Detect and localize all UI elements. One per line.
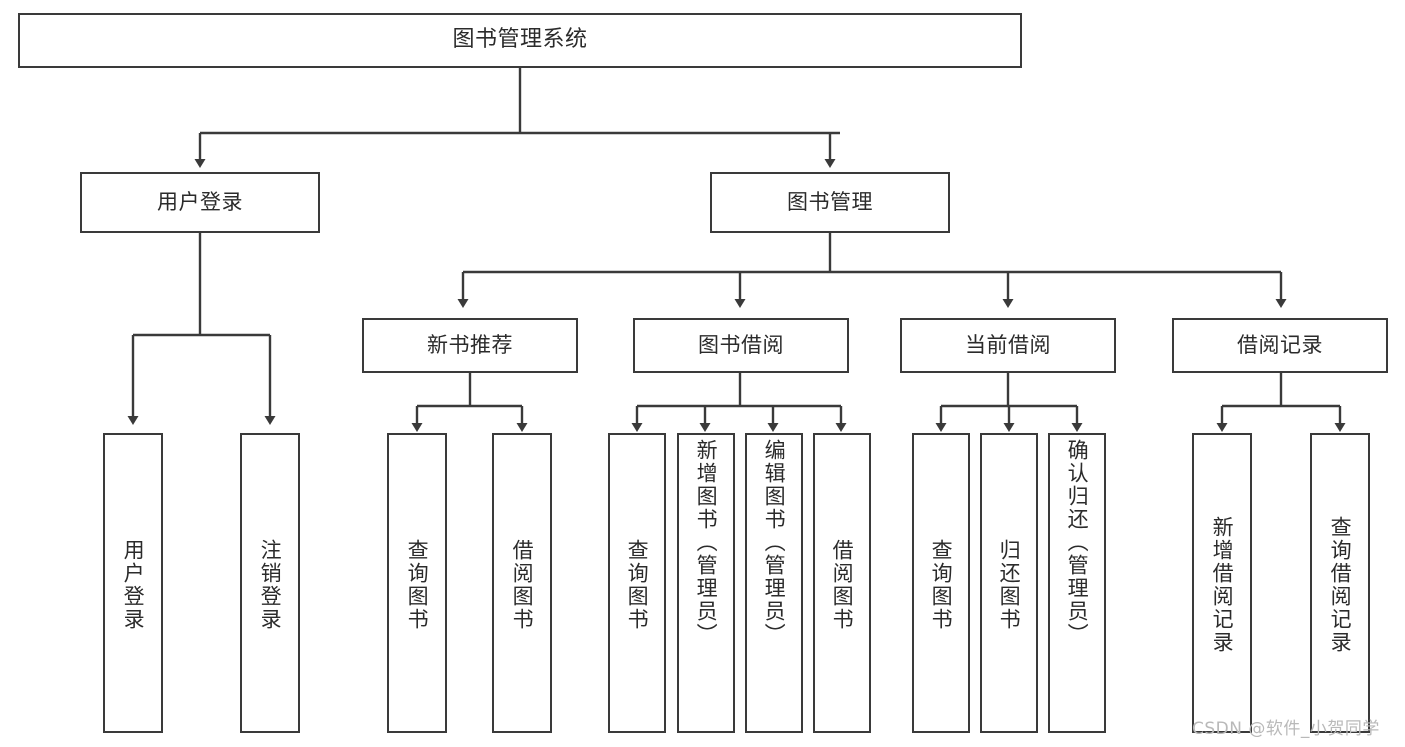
node-borrow-record[interactable]: 借阅记录 [1172, 318, 1388, 373]
node-label: 图书管理系统 [452, 27, 588, 53]
node-book-management[interactable]: 图书管理 [710, 172, 950, 233]
node-label: 注销登录 [258, 539, 283, 631]
node-label: 借阅图书 [830, 539, 855, 631]
node-label: 新书推荐 [427, 332, 513, 357]
node-user-login[interactable]: 用户登录 [80, 172, 320, 233]
node-label: 图书管理 [787, 189, 873, 214]
node-label: 当前借阅 [965, 332, 1051, 357]
leaf-query-book-current[interactable]: 查询图书 [912, 433, 970, 733]
node-label: 图书借阅 [698, 332, 784, 357]
node-current-borrow[interactable]: 当前借阅 [900, 318, 1116, 373]
node-new-book-recommend[interactable]: 新书推荐 [362, 318, 578, 373]
leaf-confirm-return-admin[interactable]: 确认归还（管理员） [1048, 433, 1106, 733]
leaf-return-book[interactable]: 归还图书 [980, 433, 1038, 733]
leaf-add-borrow-record[interactable]: 新增借阅记录 [1192, 433, 1252, 733]
node-label: 查询图书 [625, 539, 650, 631]
leaf-add-book-admin[interactable]: 新增图书（管理员） [677, 433, 735, 733]
node-label: 新增借阅记录 [1210, 516, 1235, 654]
node-label: 借阅图书 [510, 539, 535, 631]
node-root-book-management-system[interactable]: 图书管理系统 [18, 13, 1022, 68]
node-label: 归还图书 [997, 539, 1022, 631]
leaf-query-book-recommend[interactable]: 查询图书 [387, 433, 447, 733]
leaf-user-login[interactable]: 用户登录 [103, 433, 163, 733]
leaf-borrow-book[interactable]: 借阅图书 [813, 433, 871, 733]
leaf-borrow-book-recommend[interactable]: 借阅图书 [492, 433, 552, 733]
leaf-query-book-borrow[interactable]: 查询图书 [608, 433, 666, 733]
node-label: 查询图书 [929, 539, 954, 631]
node-label: 确认归还（管理员） [1065, 439, 1090, 646]
node-label: 查询图书 [405, 539, 430, 631]
node-label: 用户登录 [157, 189, 243, 214]
node-label: 新增图书（管理员） [694, 439, 719, 646]
leaf-edit-book-admin[interactable]: 编辑图书（管理员） [745, 433, 803, 733]
node-label: 编辑图书（管理员） [762, 439, 787, 646]
node-label: 借阅记录 [1237, 332, 1323, 357]
watermark: CSDN @软件_小贺同学 [1192, 719, 1380, 739]
leaf-query-borrow-record[interactable]: 查询借阅记录 [1310, 433, 1370, 733]
node-label: 查询借阅记录 [1328, 516, 1353, 654]
node-label: 用户登录 [121, 539, 146, 631]
node-book-borrow[interactable]: 图书借阅 [633, 318, 849, 373]
leaf-logout[interactable]: 注销登录 [240, 433, 300, 733]
